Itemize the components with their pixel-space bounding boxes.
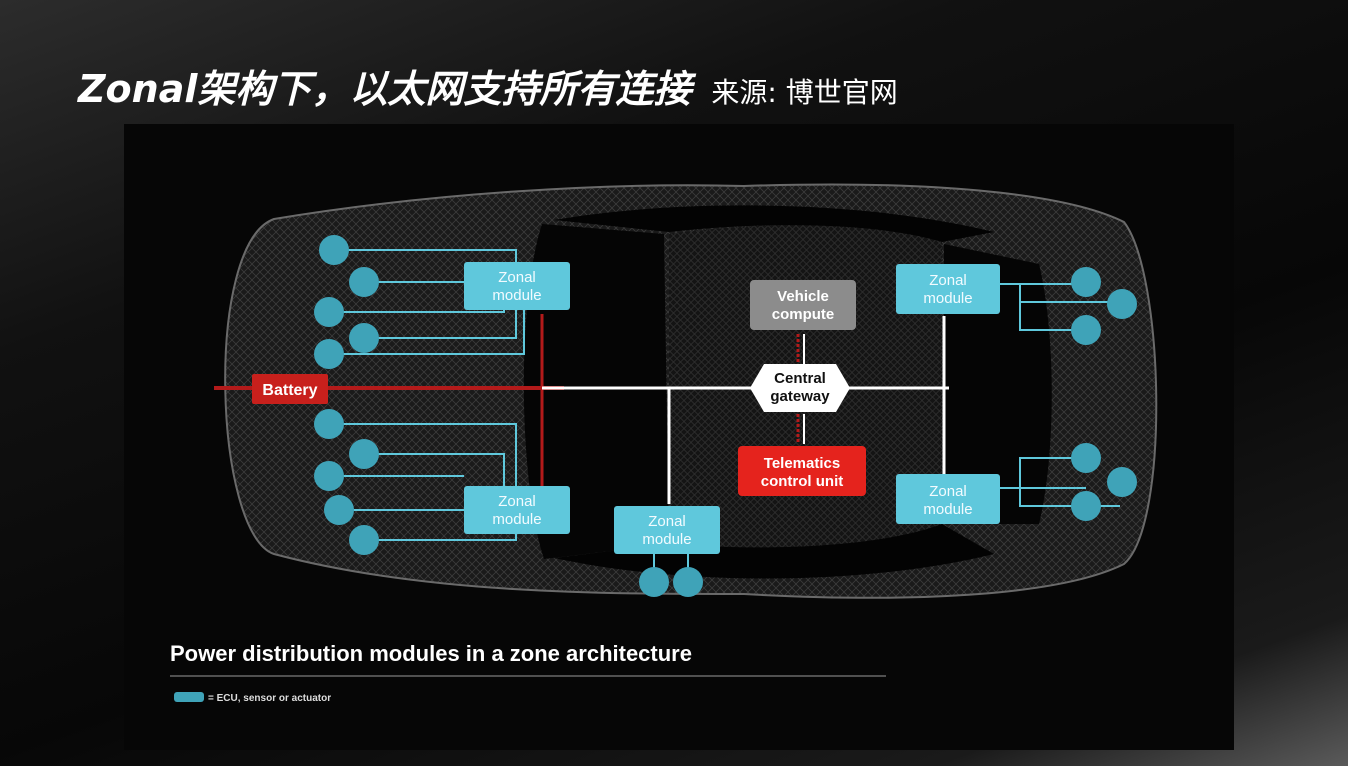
legend-label: = ECU, sensor or actuator <box>208 693 331 704</box>
title-main: Zonal架构下，以太网支持所有连接 <box>78 67 692 111</box>
ecu-node <box>349 323 379 353</box>
ecu-nodes <box>314 235 1137 597</box>
zonal-module-label-line1: Zonal <box>929 272 967 289</box>
zonal-module-front-bottom: Zonal module <box>464 486 570 534</box>
title-source: 来源: 博世官网 <box>711 76 898 109</box>
telematics-line2: control unit <box>761 473 844 490</box>
zonal-module-label-line1: Zonal <box>498 269 536 286</box>
central-gateway-box: Central gateway <box>750 364 850 412</box>
diagram-caption: Power distribution modules in a zone arc… <box>170 641 692 666</box>
diagram-panel: Zonal module Zonal module Zonal module Z… <box>124 124 1234 750</box>
central-gateway-line1: Central <box>774 370 826 387</box>
ecu-node <box>1071 443 1101 473</box>
zonal-module-middle: Zonal module <box>614 506 720 554</box>
zonal-module-label-line2: module <box>642 531 691 548</box>
ecu-node <box>349 525 379 555</box>
ecu-node <box>349 439 379 469</box>
zone-architecture-diagram: Zonal module Zonal module Zonal module Z… <box>170 183 1158 704</box>
ecu-node <box>349 267 379 297</box>
ecu-node <box>314 297 344 327</box>
battery-box: Battery <box>252 374 328 404</box>
zonal-module-label-line2: module <box>492 511 541 528</box>
ecu-node <box>639 567 669 597</box>
ecu-node <box>1071 491 1101 521</box>
ecu-node <box>319 235 349 265</box>
battery-label: Battery <box>262 382 317 399</box>
legend-swatch <box>174 692 204 702</box>
zonal-module-rear-bottom: Zonal module <box>896 474 1000 524</box>
zonal-module-label-line2: module <box>492 287 541 304</box>
zonal-module-label-line2: module <box>923 501 972 518</box>
car-window-top <box>554 205 994 242</box>
zonal-module-label-line2: module <box>923 290 972 307</box>
slide-title: Zonal架构下，以太网支持所有连接 来源: 博世官网 <box>78 58 898 114</box>
ecu-node <box>314 339 344 369</box>
zonal-module-label-line1: Zonal <box>648 513 686 530</box>
ecu-node <box>314 461 344 491</box>
ecu-node <box>1071 315 1101 345</box>
vehicle-compute-line2: compute <box>772 306 835 323</box>
zonal-module-rear-top: Zonal module <box>896 264 1000 314</box>
ecu-node <box>314 409 344 439</box>
ecu-node <box>324 495 354 525</box>
vehicle-compute-line1: Vehicle <box>777 288 829 305</box>
ecu-node <box>1107 467 1137 497</box>
central-gateway-line2: gateway <box>770 388 830 405</box>
zonal-module-label-line1: Zonal <box>929 483 967 500</box>
telematics-box: Telematics control unit <box>738 446 866 496</box>
telematics-line1: Telematics <box>764 455 840 472</box>
vehicle-compute-box: Vehicle compute <box>750 280 856 330</box>
ecu-node <box>1071 267 1101 297</box>
ecu-node <box>673 567 703 597</box>
car-window-bottom <box>554 524 994 579</box>
zonal-module-label-line1: Zonal <box>498 493 536 510</box>
zonal-module-front-top: Zonal module <box>464 262 570 310</box>
ecu-node <box>1107 289 1137 319</box>
